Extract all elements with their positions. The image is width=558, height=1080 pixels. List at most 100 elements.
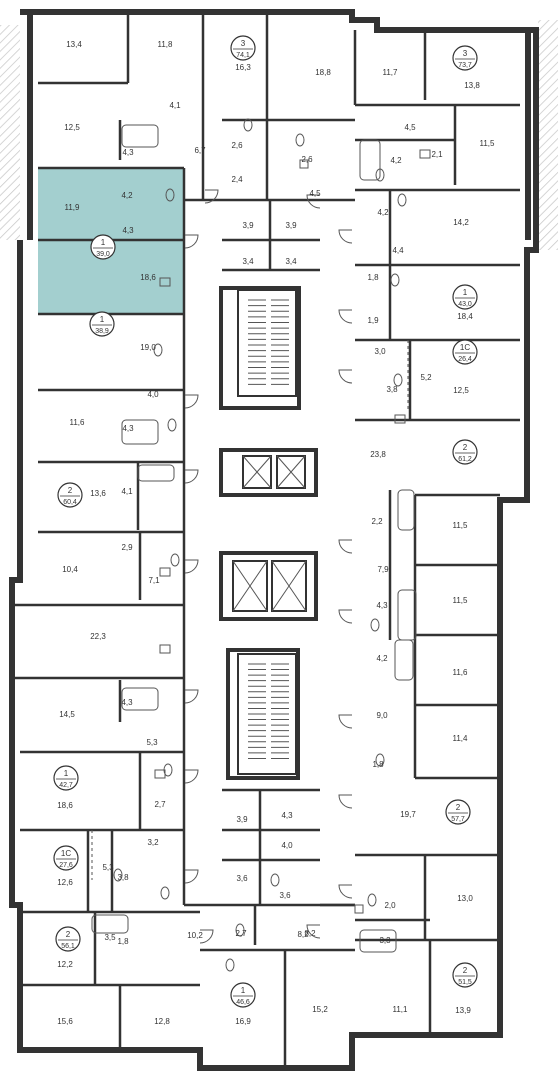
room-area-label: 4,5 — [309, 189, 321, 198]
badge-rooms: 3 — [241, 39, 246, 48]
toilet — [160, 886, 170, 900]
room-area-label: 13,0 — [457, 894, 473, 903]
room-area-label: 11,9 — [65, 203, 81, 212]
sink — [159, 644, 171, 654]
room-area-label: 11,4 — [453, 734, 469, 743]
badge-circle — [230, 35, 256, 61]
badge-area: 27,6 — [59, 862, 73, 869]
door-swing — [338, 884, 353, 899]
core-shaft — [226, 648, 300, 780]
apartment-badge[interactable]: 261,2 — [452, 439, 478, 465]
room-area-label: 11,1 — [393, 1005, 409, 1014]
apartment-badge[interactable]: 142,7 — [53, 765, 79, 791]
room-area-label: 4,2 — [390, 156, 402, 165]
bathtub — [394, 639, 414, 681]
room-area-label: 8,2 — [297, 930, 309, 939]
badge-circle — [53, 845, 79, 871]
bathtub — [359, 929, 397, 953]
room-area-label: 2,7 — [154, 800, 166, 809]
badge-rooms: 2 — [66, 930, 71, 939]
badge-area: 57,7 — [451, 816, 465, 823]
room-area-label: 18,6 — [57, 801, 73, 810]
toilet — [225, 958, 235, 972]
bathtub — [121, 419, 159, 445]
core-shaft — [219, 286, 301, 410]
room-area-label: 12,8 — [154, 1017, 170, 1026]
apartment-badge[interactable]: 374,1 — [230, 35, 256, 61]
door-swing — [306, 194, 321, 209]
room-area-label: 2,6 — [301, 155, 313, 164]
room-area-label: 3,5 — [104, 933, 116, 942]
room-area-label: 4,0 — [281, 841, 293, 850]
badge-circle — [89, 311, 115, 337]
interior-walls — [12, 12, 520, 1068]
room-area-label: 2,0 — [384, 901, 396, 910]
room-area-label: 11,5 — [453, 596, 469, 605]
toilet — [243, 118, 253, 132]
apartment-badge[interactable]: 256,1 — [55, 926, 81, 952]
toilet — [113, 868, 123, 882]
elevator-cab — [242, 455, 272, 489]
room-area-label: 3,4 — [285, 257, 297, 266]
room-area-label: 5,3 — [146, 738, 158, 747]
bathroom-fixtures — [91, 118, 431, 972]
door-swing — [338, 794, 353, 809]
badge-area: 56,1 — [61, 943, 75, 950]
room-area-label: 4,2 — [121, 191, 133, 200]
badge-circle — [452, 339, 478, 365]
badge-circle — [452, 284, 478, 310]
room-area-label: 8,2 — [304, 929, 316, 938]
room-area-label: 14,5 — [59, 710, 75, 719]
badge-area: 43,0 — [458, 301, 472, 308]
room-area-label: 4,1 — [169, 101, 181, 110]
stair-well — [237, 289, 297, 397]
bathtub — [121, 687, 159, 711]
room-area-label: 14,2 — [453, 218, 469, 227]
room-area-label: 19,7 — [400, 810, 416, 819]
toilet — [153, 343, 163, 357]
toilet — [375, 168, 385, 182]
room-area-label: 12,5 — [453, 386, 469, 395]
room-area-label: 4,3 — [281, 811, 293, 820]
toilet — [393, 373, 403, 387]
badge-area: 26,4 — [458, 356, 472, 363]
apartment-badge[interactable]: 257,7 — [445, 799, 471, 825]
apartment-badge[interactable]: 251,5 — [452, 962, 478, 988]
room-area-label: 16,3 — [235, 63, 251, 72]
room-area-label: 13,9 — [455, 1006, 471, 1015]
room-area-label: 10,2 — [187, 931, 203, 940]
apartment-badge[interactable]: 373,7 — [452, 45, 478, 71]
badge-circle — [53, 765, 79, 791]
room-area-label: 11,5 — [453, 521, 469, 530]
stair-well — [237, 653, 297, 775]
room-area-label: 7,1 — [148, 576, 160, 585]
room-area-label: 4,2 — [377, 208, 389, 217]
room-area-label: 5,3 — [102, 863, 114, 872]
apartment-badge[interactable]: 143,0 — [452, 284, 478, 310]
badge-rooms: 2 — [463, 443, 468, 452]
door-swing — [184, 689, 199, 704]
room-area-label: 18,4 — [457, 312, 473, 321]
room-area-label: 4,3 — [122, 424, 134, 433]
door-swing — [184, 394, 199, 409]
badge-rooms: 1 — [101, 238, 106, 247]
room-area-label: 4,3 — [122, 148, 134, 157]
room-area-label: 11,7 — [383, 68, 399, 77]
apartment-badge[interactable]: 139,0 — [90, 234, 116, 260]
sink — [159, 277, 171, 287]
room-area-label: 11,6 — [453, 668, 469, 677]
sink — [299, 159, 309, 169]
elevator-cross — [232, 560, 268, 612]
apartment-badge[interactable]: 138,9 — [89, 311, 115, 337]
core-shaft — [219, 448, 318, 497]
badge-rooms: 1 — [463, 288, 468, 297]
door-swing — [338, 539, 353, 554]
apartment-badge[interactable]: 146,6 — [230, 982, 256, 1008]
apartment-badge[interactable]: 260,4 — [57, 482, 83, 508]
badge-area: 74,1 — [236, 52, 250, 59]
room-area-label: 3,9 — [236, 815, 248, 824]
room-area-label: 4,3 — [376, 601, 388, 610]
